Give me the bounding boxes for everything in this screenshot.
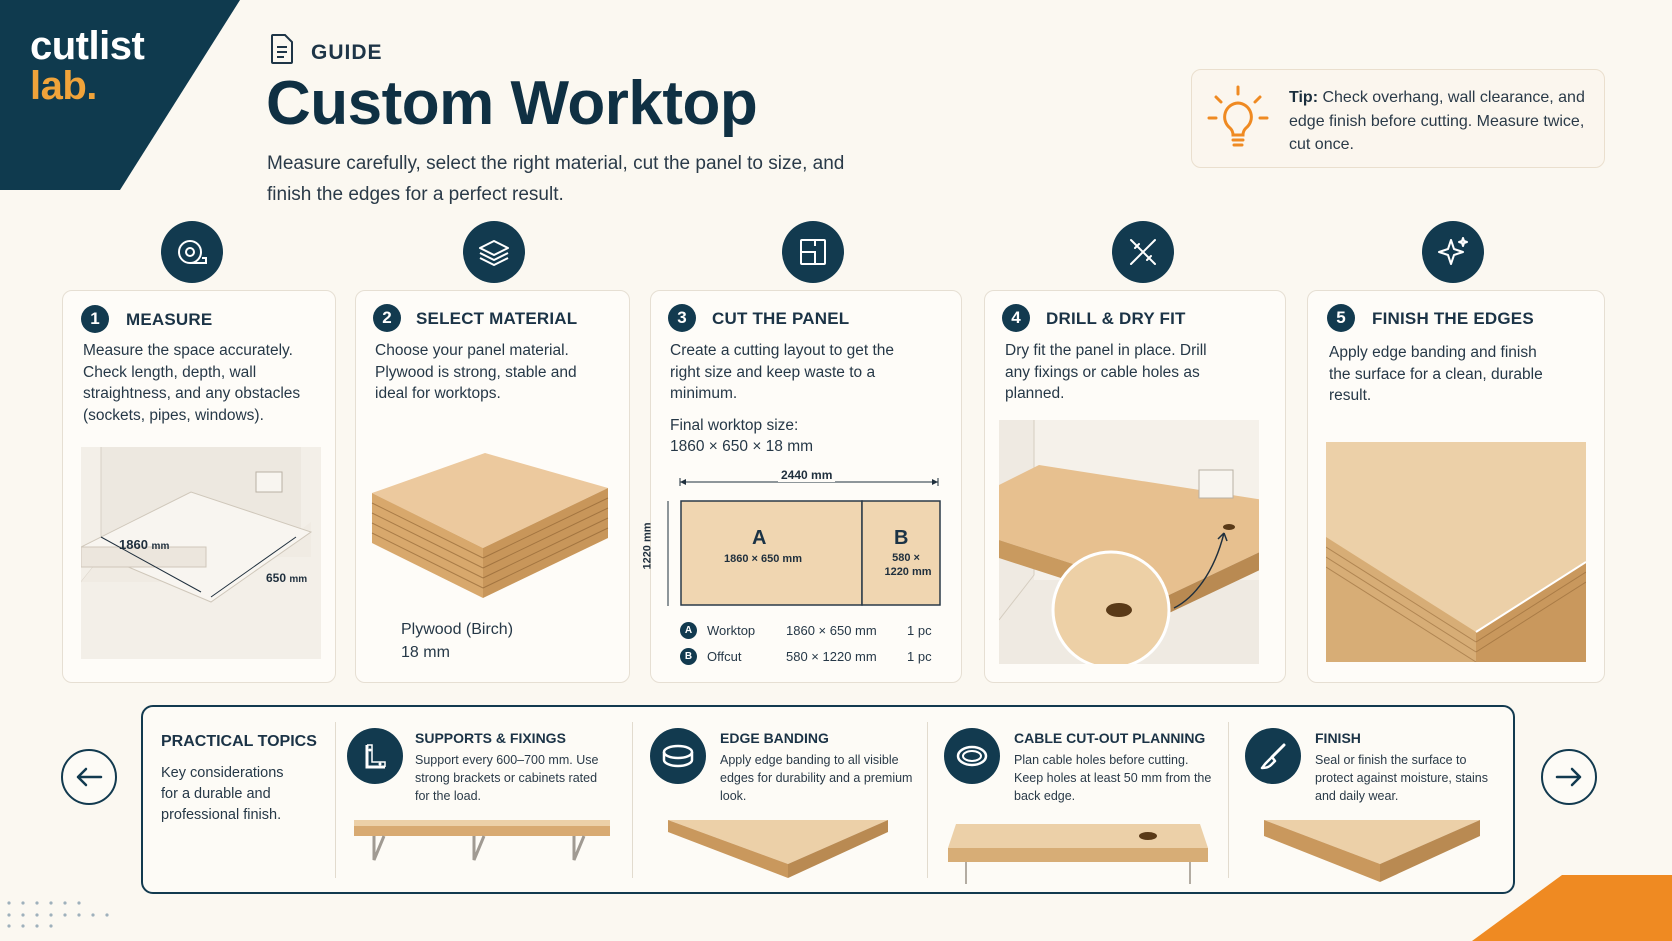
shelf-bracket-illustration [354,820,610,861]
sheet-height-label: 1220 mm [641,522,654,570]
divider [927,722,928,878]
topic-description: Seal or finish the surface to protect ag… [1315,753,1488,803]
cutting-layout-diagram [667,478,941,606]
dot-pattern [7,901,109,928]
plywood-sheet-illustration [370,448,610,598]
part-name: Worktop [707,623,756,638]
sparkle-icon [1422,221,1484,283]
topic-description: Apply edge banding to all visible edges … [720,753,913,803]
brush-icon [1245,728,1301,784]
drill-tools-icon [1112,221,1174,283]
guide-label: GUIDE [311,41,383,64]
step-description: Dry fit the panel in place. Drill any fi… [1005,342,1207,402]
tape-measure-icon [161,221,223,283]
step-number: 1 [81,305,109,333]
part-key-b: B [680,648,697,665]
sheet-width-label: 2440 mm [778,468,836,482]
logo-line-2: lab. [30,64,97,108]
topic-title: FINISH [1315,730,1361,746]
part-size: 580 × 1220 mm [786,649,877,664]
page-subtitle: Measure carefully, select the right mate… [267,153,845,205]
next-button[interactable] [1541,749,1597,805]
step-description: Apply edge banding and finish the surfac… [1329,344,1543,404]
stacked-sheets-icon [463,221,525,283]
topic-title: EDGE BANDING [720,730,829,746]
divider [335,722,336,878]
step-title: SELECT MATERIAL [416,309,578,328]
part-name: Offcut [707,649,742,664]
dry-fit-illustration [999,420,1259,664]
arrow-right-icon [1555,767,1582,787]
step-title: CUT THE PANEL [712,309,850,328]
topics-title: PRACTICAL TOPICS [161,733,317,750]
lightbulb-icon [1207,85,1269,147]
cable-grommet-icon [944,728,1000,784]
logo-line-1: cutlist [30,24,145,68]
bracket-icon [347,728,403,784]
step-number: 5 [1327,304,1355,332]
divider [632,722,633,878]
step-number: 3 [668,304,696,332]
divider [1228,722,1229,878]
page-title: Custom Worktop [266,69,758,138]
step-description: Choose your panel material. Plywood is s… [375,342,577,402]
part-qty: 1 pc [907,623,932,638]
dimension-length-label: 1860 mm [119,537,169,552]
topic-description: Support every 600–700 mm. Use strong bra… [415,753,599,803]
part-b-size-line1: 580 × [892,552,920,564]
part-a-size: 1860 × 650 mm [724,553,802,565]
step-number: 2 [373,304,401,332]
previous-button[interactable] [61,749,117,805]
part-a-label: A [752,527,767,549]
document-icon [271,34,293,64]
logo[interactable]: cutlist lab. [30,24,145,108]
final-size-value: 1860 × 650 × 18 mm [670,438,814,455]
arrow-left-icon [76,767,103,787]
part-b-label: B [894,527,909,549]
step-card-cut-panel [650,290,962,683]
part-qty: 1 pc [907,649,932,664]
edge-finish-illustration [1326,442,1586,662]
material-thickness: 18 mm [401,644,450,661]
dimension-depth-label: 650 mm [266,571,307,585]
edge-roll-icon [650,728,706,784]
topic-title: SUPPORTS & FIXINGS [415,730,566,746]
measure-illustration: 1860 mm 650 mm [81,447,321,659]
step-title: FINISH THE EDGES [1372,309,1534,328]
step-description: Create a cutting layout to get the right… [670,342,895,402]
cable-cutout-illustration [948,824,1208,884]
step-description: Measure the space accurately. Check leng… [83,342,301,424]
tip-text: Tip: Check overhang, wall clearance, and… [1289,86,1589,157]
topic-description: Plan cable holes before cutting. Keep ho… [1014,753,1212,803]
edge-banding-illustration [668,820,888,878]
material-name: Plywood (Birch) [401,621,514,638]
part-b-size-line2: 1220 mm [884,566,932,578]
step-number: 4 [1002,304,1030,332]
cutting-layout-icon [782,221,844,283]
tip-label: Tip: [1289,89,1319,106]
part-size: 1860 × 650 mm [786,623,877,638]
part-key-a: A [680,622,697,639]
step-title: DRILL & DRY FIT [1046,309,1186,328]
topics-description: Key considerations for a durable and pro… [161,765,284,823]
tip-body: Check overhang, wall clearance, and edge… [1289,89,1585,153]
final-size-label: Final worktop size: [670,417,799,434]
step-title: MEASURE [126,310,213,329]
topic-title: CABLE CUT-OUT PLANNING [1014,730,1206,746]
finish-illustration [1264,820,1480,882]
